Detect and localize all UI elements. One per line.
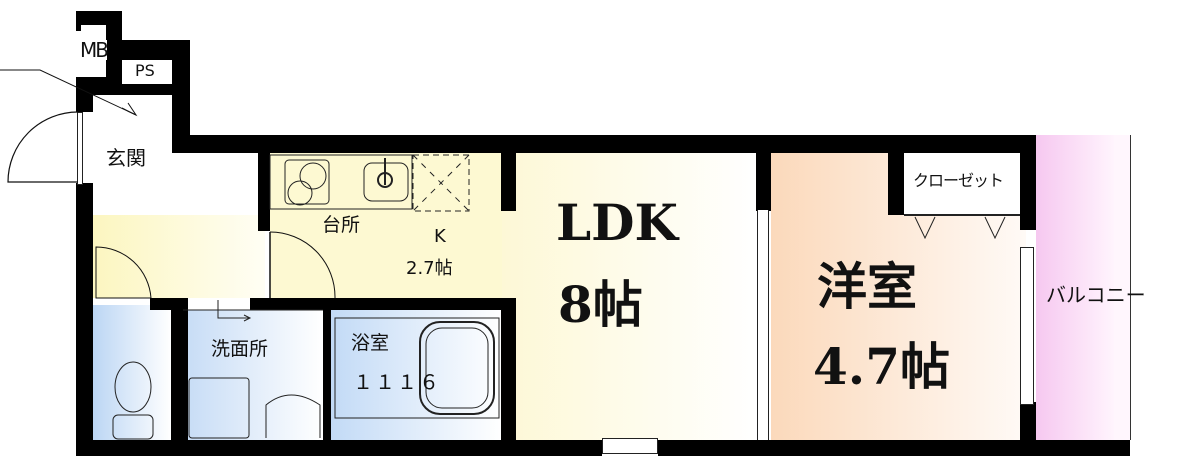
- entrance-floor: [90, 95, 178, 215]
- kitchen-door-swing-icon: [269, 231, 336, 299]
- toilet-icon: [114, 361, 152, 413]
- wall-wash-top: [250, 298, 516, 310]
- wall-top-balcony: [1020, 135, 1036, 230]
- closet-floor: [904, 153, 1020, 215]
- counter-icon: [269, 154, 413, 210]
- wall-mb-left-top: [76, 11, 81, 31]
- wall-ps-top: [106, 40, 190, 60]
- wall-toilet-right: [171, 298, 188, 440]
- bathtub-icon: [419, 321, 495, 415]
- western-room-size: 4.7帖: [813, 337, 950, 396]
- wall-closet-left: [888, 153, 904, 215]
- wall-ps-bottom: [106, 84, 190, 95]
- western-room-label: 洋室: [817, 257, 917, 316]
- washer-space-icon: [188, 377, 250, 439]
- washroom-label: 洗面所: [211, 338, 269, 360]
- balcony-sliding-window[interactable]: [1020, 247, 1034, 405]
- closet-door-icon: [914, 216, 936, 240]
- wash-basin-icon: [265, 394, 321, 438]
- wall-left: [76, 183, 93, 456]
- kitchen-code: K: [434, 226, 446, 247]
- hallway-floor: [93, 215, 265, 298]
- front-door-swing-icon: [7, 111, 79, 183]
- wall-bottom: [76, 440, 602, 456]
- ldk-floor: [502, 153, 757, 441]
- ps-label: PS: [135, 61, 155, 80]
- bathroom-label: 浴室: [351, 332, 390, 354]
- wall-kitchen-left: [258, 153, 270, 231]
- bathroom-unit-icon: [334, 317, 500, 419]
- ldk-western-sliding-door[interactable]: [757, 210, 769, 440]
- wall-bath-right: [501, 298, 516, 440]
- wall-wash-bath: [323, 298, 331, 440]
- toilet-door-swing-icon: [95, 246, 152, 299]
- wall-top: [172, 135, 1036, 153]
- fridge-space-icon: [412, 154, 470, 212]
- bathroom-unit-size: １１１６: [353, 370, 441, 394]
- closet-label: クローゼット: [913, 171, 1004, 190]
- wall-right-lower: [1020, 402, 1036, 456]
- balcony-label: バルコニー: [1046, 283, 1146, 307]
- ldk-size: 8帖: [558, 275, 643, 334]
- wall-kitchen-ldk-stub: [501, 153, 516, 211]
- kitchen-label: 台所: [322, 214, 361, 236]
- wall-entrance-right: [172, 40, 190, 153]
- entrance-label: 玄関: [106, 146, 146, 170]
- wall-ldk-western: [756, 153, 771, 211]
- front-door[interactable]: [77, 112, 83, 185]
- balcony-edge: [1114, 135, 1131, 440]
- washroom-floor: [188, 310, 323, 440]
- kitchen-size: 2.7帖: [406, 258, 453, 279]
- wall-left-entrance-stub: [76, 77, 93, 112]
- ldk-window: [602, 438, 658, 454]
- stove-icon: [284, 159, 330, 205]
- wall-bottom-right: [658, 440, 1130, 456]
- toilet-floor: [93, 305, 171, 440]
- ldk-label: LDK: [556, 193, 678, 252]
- mb-label: MB: [80, 38, 109, 62]
